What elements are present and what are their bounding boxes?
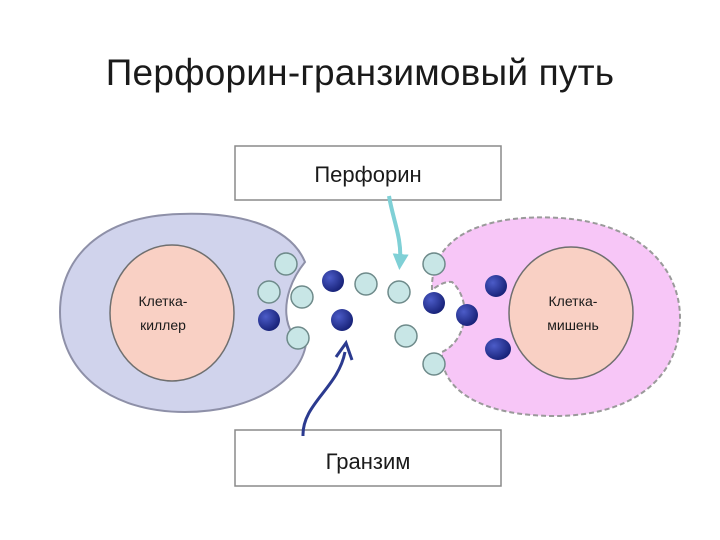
target-cell-nucleus (508, 246, 634, 380)
perforin-molecule (286, 326, 310, 350)
granzyme-molecule (258, 309, 280, 331)
perforin-molecule (387, 280, 411, 304)
target-cell-label-line2: мишень (547, 317, 599, 333)
perforin-molecule (422, 352, 446, 376)
perforin-molecule (257, 280, 281, 304)
perforin-molecule (274, 252, 298, 276)
granzyme-molecule (485, 275, 507, 297)
perforin-label-box: Перфорин (234, 145, 502, 201)
slide-title: Перфорин-гранзимовый путь (105, 52, 615, 93)
granzyme-label: Гранзим (326, 449, 411, 474)
granzyme-molecule (456, 304, 478, 326)
granzyme-arrow (301, 339, 354, 437)
granzyme-molecule (331, 309, 353, 331)
killer-cell-label-line1: Клетка- (139, 293, 188, 309)
perforin-label: Перфорин (314, 162, 421, 187)
granzyme-label-box: Гранзим (234, 429, 502, 487)
perforin-molecule (354, 272, 378, 296)
killer-cell-nucleus (109, 244, 235, 382)
granzyme-molecule (423, 292, 445, 314)
perforin-molecule (290, 285, 314, 309)
target-cell: Клетка- мишень (430, 216, 682, 418)
perforin-molecule (394, 324, 418, 348)
target-cell-label-line1: Клетка- (549, 293, 598, 309)
perforin-arrow (387, 195, 409, 270)
granzyme-molecule (485, 338, 511, 360)
perforin-molecules (257, 252, 446, 376)
granzyme-molecules (258, 270, 511, 360)
granzyme-molecule (322, 270, 344, 292)
killer-cell-label-line2: киллер (140, 317, 186, 333)
perforin-molecule (422, 252, 446, 276)
